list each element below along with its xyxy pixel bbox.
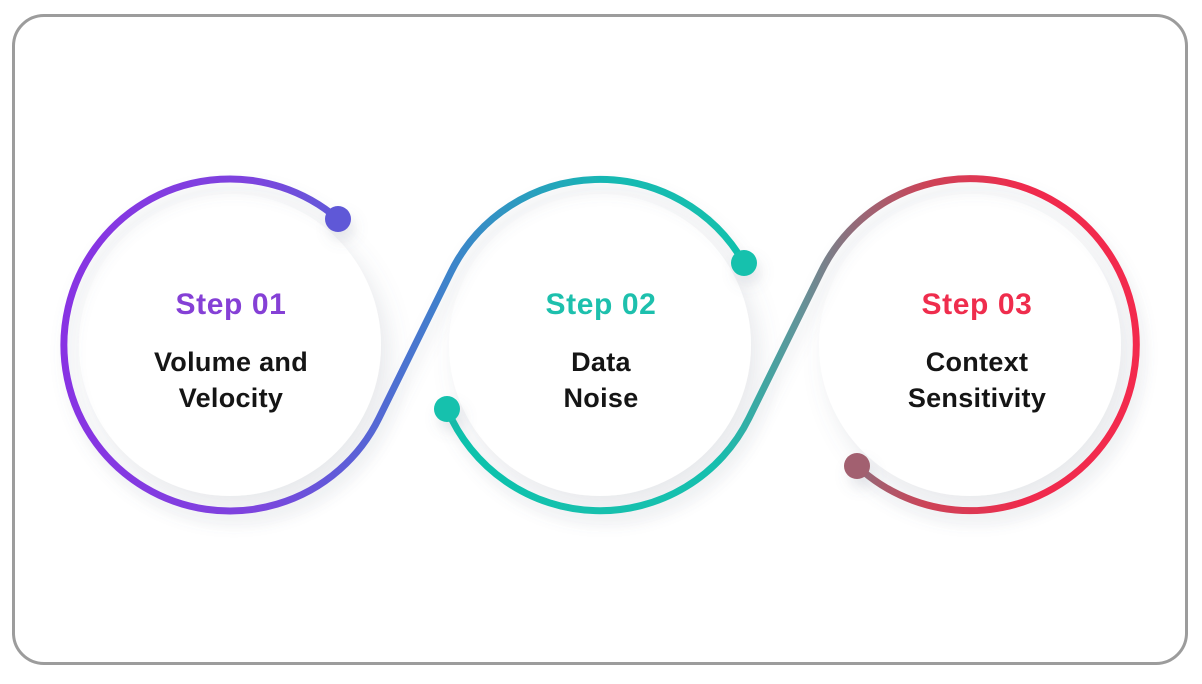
step3-title: Context Sensitivity: [817, 344, 1137, 416]
step1-title: Volume and Velocity: [71, 344, 391, 416]
step3-title-line2: Sensitivity: [907, 383, 1047, 413]
step2-title-line2: Noise: [563, 383, 639, 413]
step3-title-line1: Context: [925, 347, 1029, 377]
step1-title-line1: Volume and: [153, 347, 309, 377]
curve-step1-to-step2: [60, 175, 748, 515]
step2-title-line1: Data: [571, 347, 631, 377]
step2-label: Step 02: [545, 288, 657, 321]
curve-step2-to-step3: [443, 175, 1140, 515]
step2-text-block: Step 02 Data Noise: [441, 290, 761, 416]
step3-halo-disc: [819, 194, 1121, 496]
step3-node: [844, 453, 870, 479]
step3-label: Step 03: [921, 288, 1033, 321]
step3-text-block: Step 03 Context Sensitivity: [817, 290, 1137, 416]
step2-bottom-node: [434, 396, 460, 422]
step1-node: [325, 206, 351, 232]
step1-halo-disc: [79, 194, 381, 496]
step2-halo-disc: [449, 194, 751, 496]
step1-text-block: Step 01 Volume and Velocity: [71, 290, 391, 416]
step1-label: Step 01: [175, 288, 287, 321]
step2-top-node: [731, 250, 757, 276]
step1-title-line2: Velocity: [178, 383, 284, 413]
step2-title: Data Noise: [441, 344, 761, 416]
